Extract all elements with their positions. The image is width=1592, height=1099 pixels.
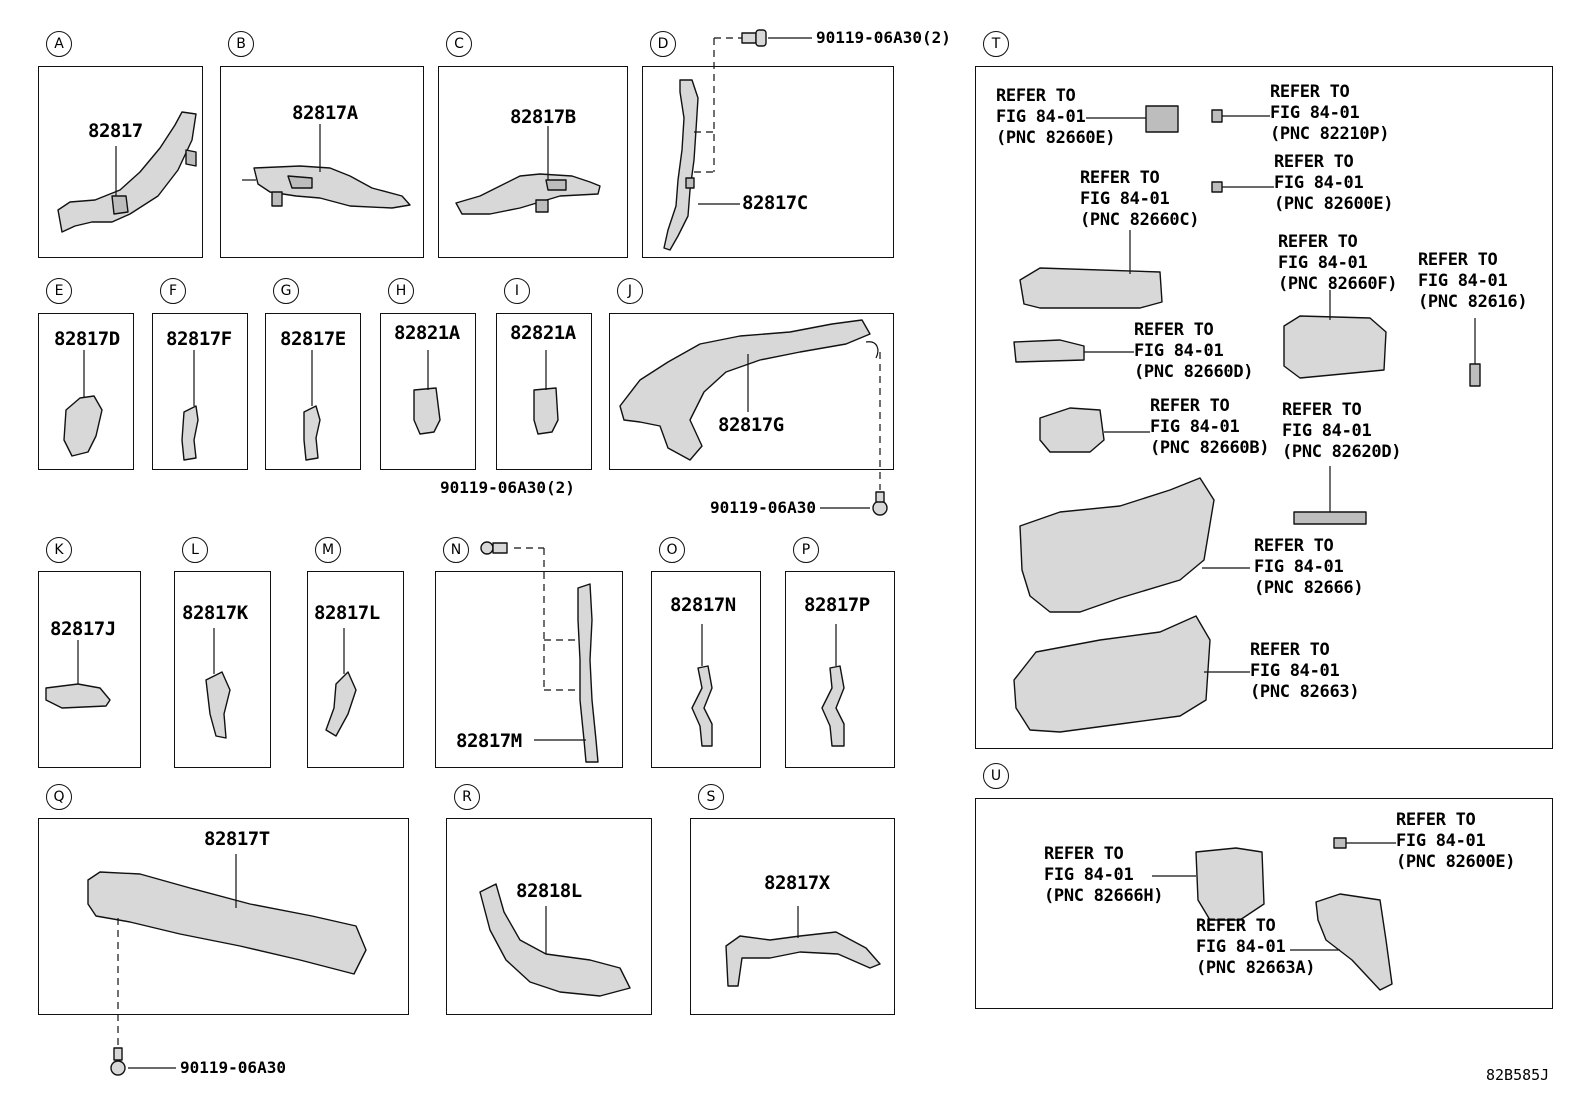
part-number-82817b: 82817B bbox=[510, 106, 576, 128]
part-number-82817: 82817 bbox=[88, 120, 143, 142]
panel-j-box bbox=[609, 313, 894, 470]
part-number-82817c: 82817C bbox=[742, 192, 808, 214]
panel-k-box bbox=[38, 571, 141, 768]
part-number-82817f: 82817F bbox=[166, 328, 232, 350]
fastener-label-q: 90119-06A30 bbox=[180, 1058, 286, 1077]
fastener-label-j: 90119-06A30 bbox=[710, 498, 816, 517]
panel-s-box bbox=[690, 818, 895, 1015]
panel-g-box bbox=[265, 313, 361, 470]
part-number-82817l: 82817L bbox=[314, 602, 380, 624]
panel-n-label: N bbox=[443, 537, 469, 563]
part-number-82817x: 82817X bbox=[764, 872, 830, 894]
panel-a-label: A bbox=[46, 31, 72, 57]
panel-d-label: D bbox=[650, 31, 676, 57]
panel-q-label: Q bbox=[46, 784, 72, 810]
part-number-82821a-h: 82821A bbox=[394, 322, 460, 344]
panel-r-label: R bbox=[454, 784, 480, 810]
part-number-82817n: 82817N bbox=[670, 594, 736, 616]
panel-a-box bbox=[38, 66, 203, 258]
panel-j-label: J bbox=[617, 278, 643, 304]
part-number-82818l: 82818L bbox=[516, 880, 582, 902]
part-number-82821a-i: 82821A bbox=[510, 322, 576, 344]
panel-d-box bbox=[642, 66, 894, 258]
part-number-82817t: 82817T bbox=[204, 828, 270, 850]
panel-b-box bbox=[220, 66, 424, 258]
part-number-82817e: 82817E bbox=[280, 328, 346, 350]
panel-l-box bbox=[174, 571, 271, 768]
panel-e-label: E bbox=[46, 278, 72, 304]
panel-f-box bbox=[152, 313, 248, 470]
part-number-82817m: 82817M bbox=[456, 730, 522, 752]
panel-l-label: L bbox=[182, 537, 208, 563]
panel-m-label: M bbox=[315, 537, 341, 563]
part-number-82817k: 82817K bbox=[182, 602, 248, 624]
panel-c-label: C bbox=[446, 31, 472, 57]
diagram-code: 82B585J bbox=[1486, 1066, 1550, 1084]
part-number-82817p: 82817P bbox=[804, 594, 870, 616]
panel-b-label: B bbox=[228, 31, 254, 57]
panel-p-label: P bbox=[793, 537, 819, 563]
panel-g-label: G bbox=[273, 278, 299, 304]
part-number-82817g: 82817G bbox=[718, 414, 784, 436]
panel-r-box bbox=[446, 818, 652, 1015]
panel-k-label: K bbox=[46, 537, 72, 563]
panel-h-label: H bbox=[388, 278, 414, 304]
part-number-82817j: 82817J bbox=[50, 618, 116, 640]
part-number-82817a: 82817A bbox=[292, 102, 358, 124]
panel-s-label: S bbox=[698, 784, 724, 810]
fastener-label-d: 90119-06A30(2) bbox=[816, 28, 951, 47]
panel-i-label: I bbox=[504, 278, 530, 304]
panel-t-label: T bbox=[983, 31, 1009, 57]
panel-u-label: U bbox=[983, 763, 1009, 789]
panel-m-box bbox=[307, 571, 404, 768]
panel-o-label: O bbox=[659, 537, 685, 563]
fastener-label-n: 90119-06A30(2) bbox=[440, 478, 575, 497]
panel-c-box bbox=[438, 66, 628, 258]
part-number-82817d: 82817D bbox=[54, 328, 120, 350]
panel-f-label: F bbox=[160, 278, 186, 304]
